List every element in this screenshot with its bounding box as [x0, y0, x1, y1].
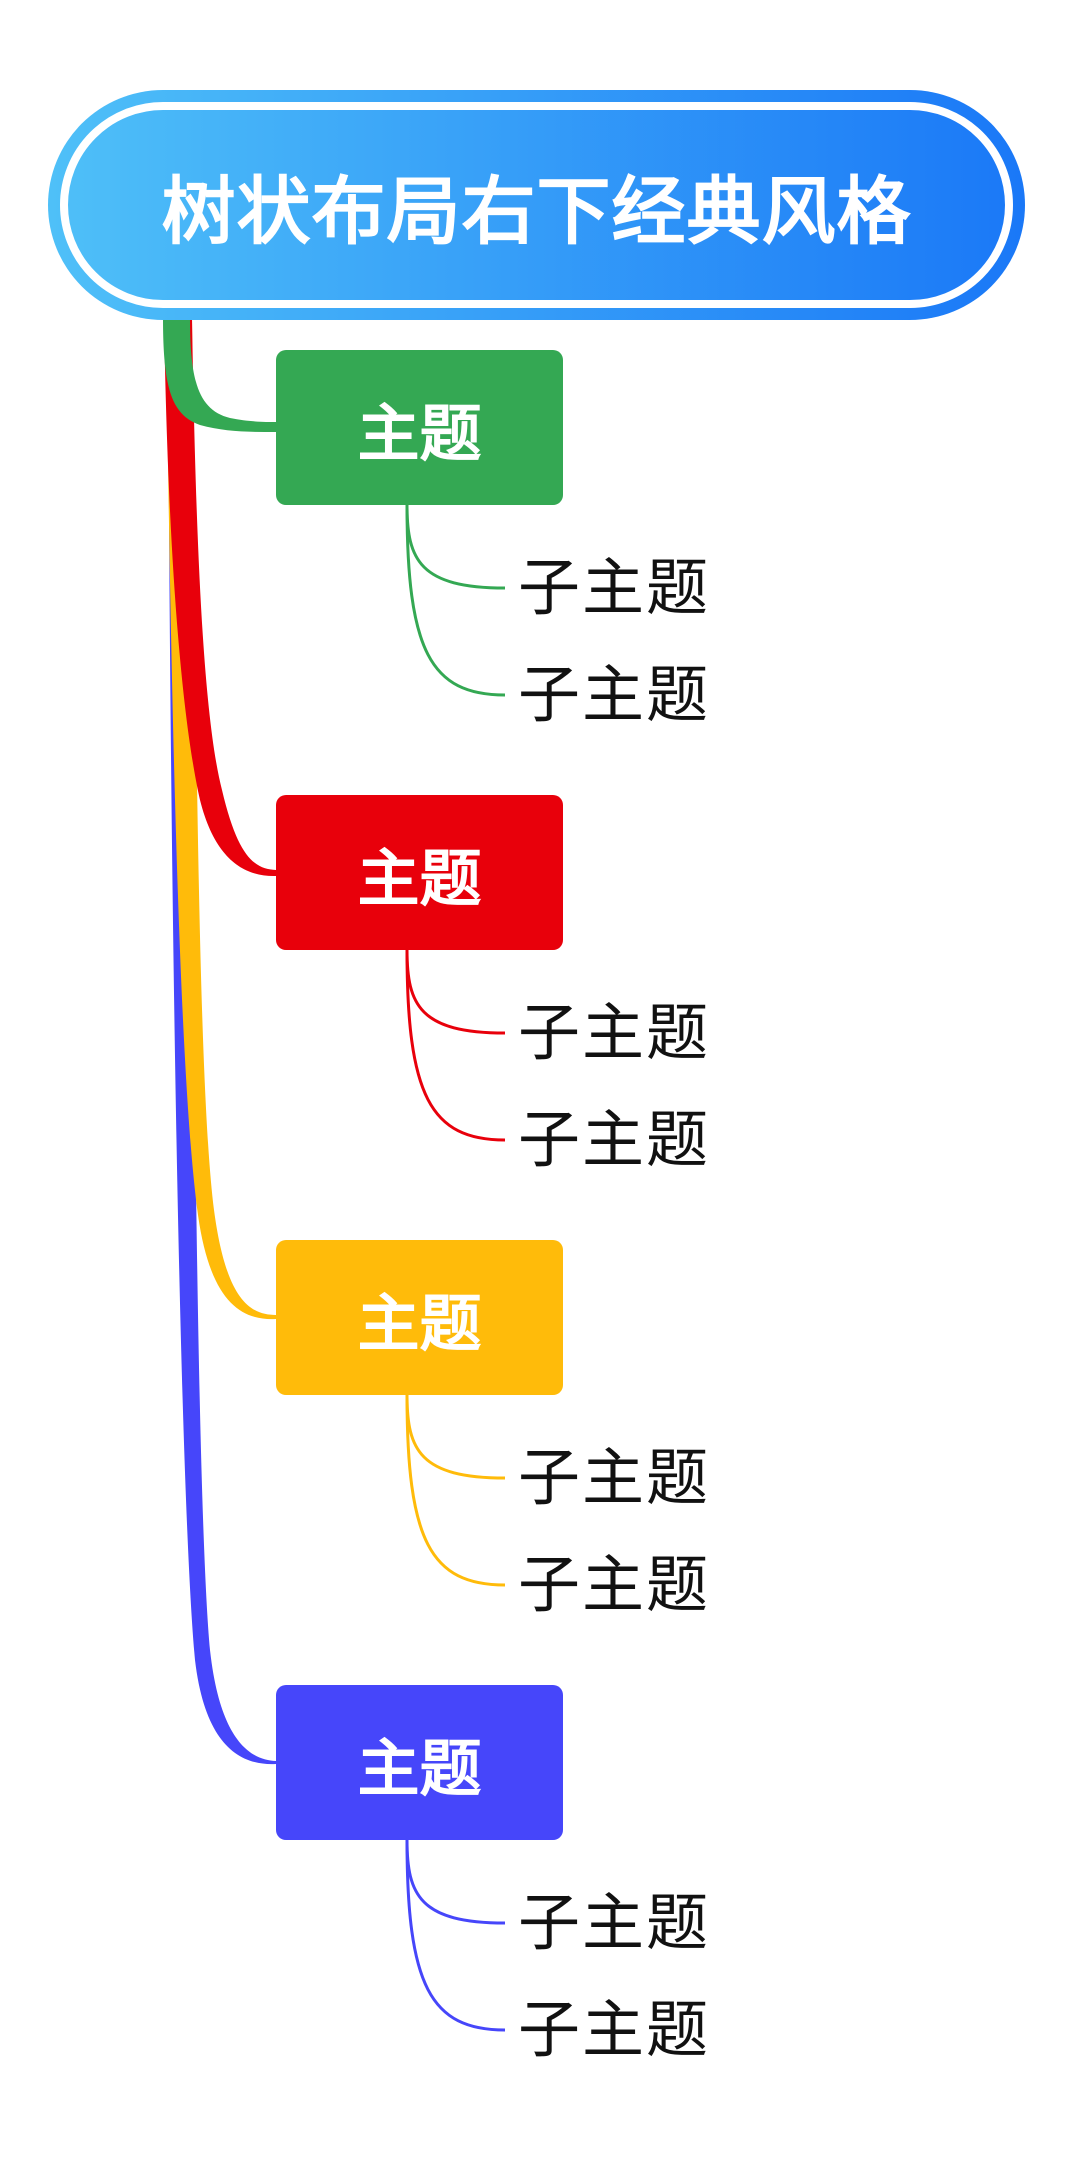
- subtopic-node[interactable]: 子主题: [518, 1441, 711, 1514]
- sub-line-green-1: [405, 504, 506, 590]
- topic-node-yellow[interactable]: 主题: [276, 1240, 563, 1395]
- sub-line-red-2: [405, 949, 506, 1142]
- sub-line-yellow-1: [405, 1394, 506, 1480]
- subtopic-node[interactable]: 子主题: [518, 1993, 711, 2066]
- subtopic-node[interactable]: 子主题: [518, 1886, 711, 1959]
- branch-green: [163, 318, 276, 432]
- root-topic[interactable]: 树状布局右下经典风格: [48, 90, 1025, 320]
- subtopic-node[interactable]: 子主题: [518, 1103, 711, 1176]
- topic-node-red[interactable]: 主题: [276, 795, 563, 950]
- sub-line-yellow-2: [405, 1394, 506, 1587]
- sub-line-red-1: [405, 949, 506, 1035]
- subtopic-node[interactable]: 子主题: [518, 1548, 711, 1621]
- subtopic-node[interactable]: 子主题: [518, 551, 711, 624]
- sub-line-blue-2: [405, 1839, 506, 2032]
- topic-node-green[interactable]: 主题: [276, 350, 563, 505]
- branch-red: [164, 318, 276, 877]
- sub-line-blue-1: [405, 1839, 506, 1925]
- subtopic-node[interactable]: 子主题: [518, 996, 711, 1069]
- root-topic-ring: [60, 102, 1013, 308]
- sub-line-green-2: [405, 504, 506, 697]
- subtopic-node[interactable]: 子主题: [518, 658, 711, 731]
- branch-blue: [168, 318, 276, 1765]
- topic-node-blue[interactable]: 主题: [276, 1685, 563, 1840]
- root-topic-title: 树状布局右下经典风格: [161, 168, 912, 255]
